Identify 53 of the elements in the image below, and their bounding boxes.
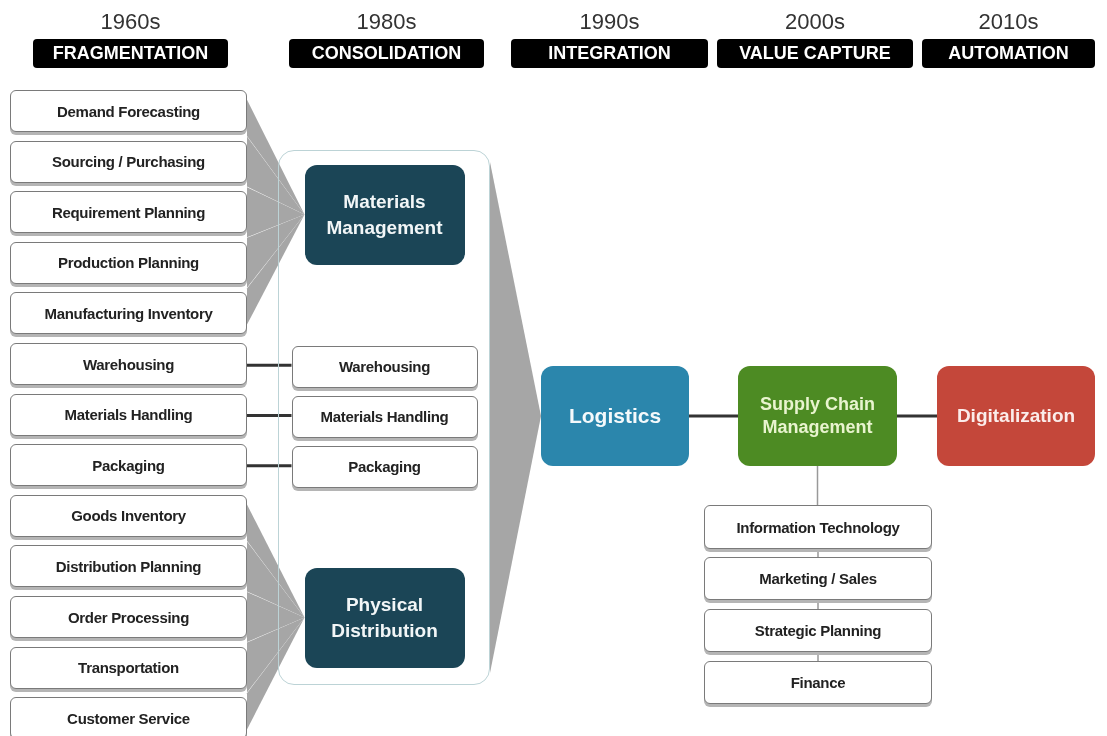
process-box: Packaging [10,444,247,487]
process-box: Distribution Planning [10,545,247,588]
era-header: VALUE CAPTURE [717,38,913,68]
process-box: Marketing / Sales [704,557,932,600]
connector-line [247,363,292,367]
merge-arrow [247,99,305,215]
merge-arrow [247,504,305,618]
concept-box: Logistics [541,366,689,466]
era-header: CONSOLIDATION [289,38,484,68]
connector-line [247,464,292,468]
era-header: FRAGMENTATION [33,38,228,68]
year-label: 2010s [978,8,1039,36]
concept-box: Digitalization [937,366,1095,466]
process-box: Warehousing [291,345,478,388]
connector-line [689,414,738,418]
process-box: Strategic Planning [704,609,932,652]
merge-arrow [247,187,305,238]
concept-box: Supply Chain Management [738,366,897,466]
process-box: Demand Forecasting [10,90,247,132]
year-label: 1960s [100,8,161,36]
era-header: INTEGRATION [511,38,708,68]
process-box: Sourcing / Purchasing [10,140,247,183]
process-box: Manufacturing Inventory [10,292,247,335]
process-box: Materials Handling [291,395,478,438]
merge-arrow [247,136,305,215]
process-box: Goods Inventory [10,494,247,537]
merge-arrow [247,541,305,618]
process-box: Packaging [291,445,478,488]
process-box: Production Planning [10,241,247,284]
connector-line [247,414,292,418]
connector-line [816,465,819,506]
year-label: 1980s [356,8,417,36]
process-box: Information Technology [704,505,932,549]
era-header: AUTOMATION [922,38,1095,68]
process-box: Customer Service [10,697,247,736]
process-box: Materials Handling [10,393,247,436]
year-label: 2000s [785,8,845,36]
merge-arrow [247,214,305,325]
merge-arrow [490,162,541,673]
process-box: Requirement Planning [10,191,247,234]
merge-arrow [247,617,305,693]
process-box: Finance [704,661,932,704]
process-box: Order Processing [10,596,247,638]
year-label: 1990s [579,8,640,36]
concept-box: Materials Management [304,164,465,265]
merge-arrow [247,592,305,642]
group-panel [278,150,490,685]
process-box: Warehousing [10,343,247,385]
process-box: Transportation [10,646,247,689]
connector-line [897,414,937,418]
concept-box: Physical Distribution [304,567,465,668]
merge-arrow [247,617,305,730]
merge-arrow [247,214,305,288]
